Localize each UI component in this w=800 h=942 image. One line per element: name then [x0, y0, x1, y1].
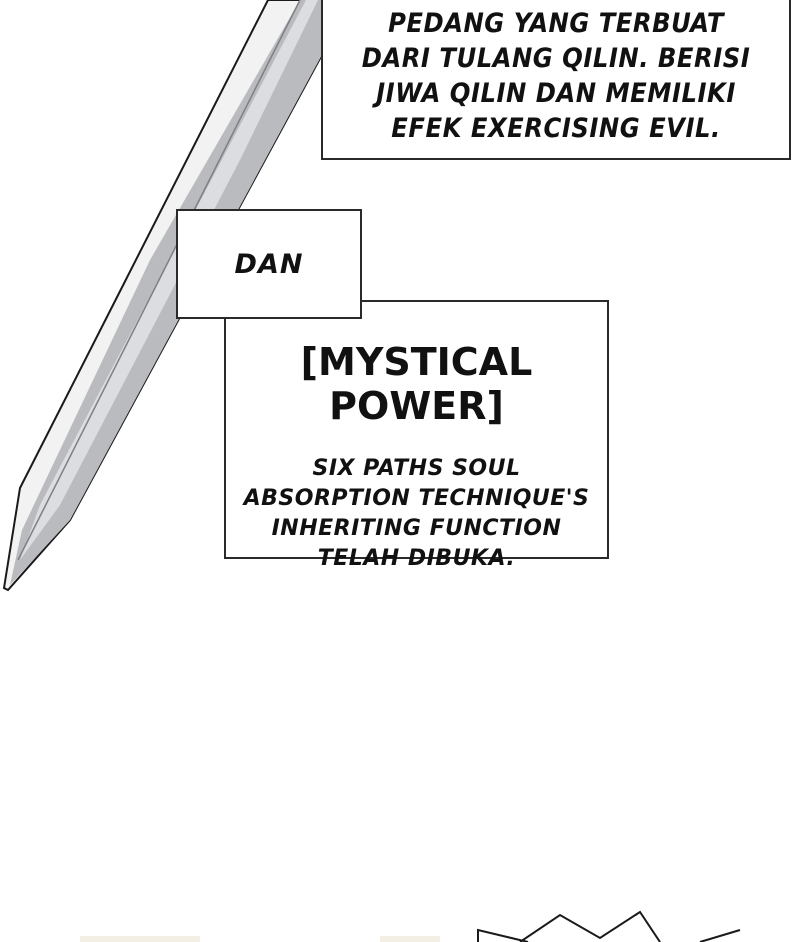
- caption-line: JIWA QILIN DAN MEMILIKI: [376, 78, 736, 109]
- bottom-art-fragment-2: [380, 936, 440, 942]
- bottom-art-fragment: [80, 936, 200, 942]
- balloon-edge-stroke: [699, 929, 741, 942]
- jagged-balloon-edge: [477, 910, 661, 942]
- sword-bevel-highlight: [20, 0, 318, 560]
- caption-line: DARI TULANG QILIN. BERISI: [361, 43, 751, 74]
- caption-text: PEDANG YANG TERBUAT DARI TULANG QILIN. B…: [323, 6, 789, 146]
- caption-box-sword-description: PEDANG YANG TERBUAT DARI TULANG QILIN. B…: [321, 0, 791, 160]
- dan-text: DAN: [234, 249, 304, 280]
- caption-line: EFEK EXERCISING EVIL.: [391, 113, 721, 144]
- mystical-power-text: SIX PATHS SOUL ABSORPTION TECHNIQUE'S IN…: [226, 454, 607, 574]
- caption-line: TELAH DIBUKA.: [317, 546, 516, 571]
- caption-line: SIX PATHS SOUL: [312, 456, 521, 481]
- caption-box-mystical-power: [MYSTICAL POWER] SIX PATHS SOUL ABSORPTI…: [224, 300, 609, 571]
- caption-line: PEDANG YANG TERBUAT: [388, 8, 724, 39]
- mystical-power-heading: [MYSTICAL POWER]: [300, 340, 533, 428]
- caption-box-dan: DAN: [176, 209, 362, 319]
- sword-ridge-line: [17, 0, 301, 561]
- caption-line: INHERITING FUNCTION: [271, 516, 562, 541]
- caption-line: ABSORPTION TECHNIQUE'S: [243, 486, 590, 511]
